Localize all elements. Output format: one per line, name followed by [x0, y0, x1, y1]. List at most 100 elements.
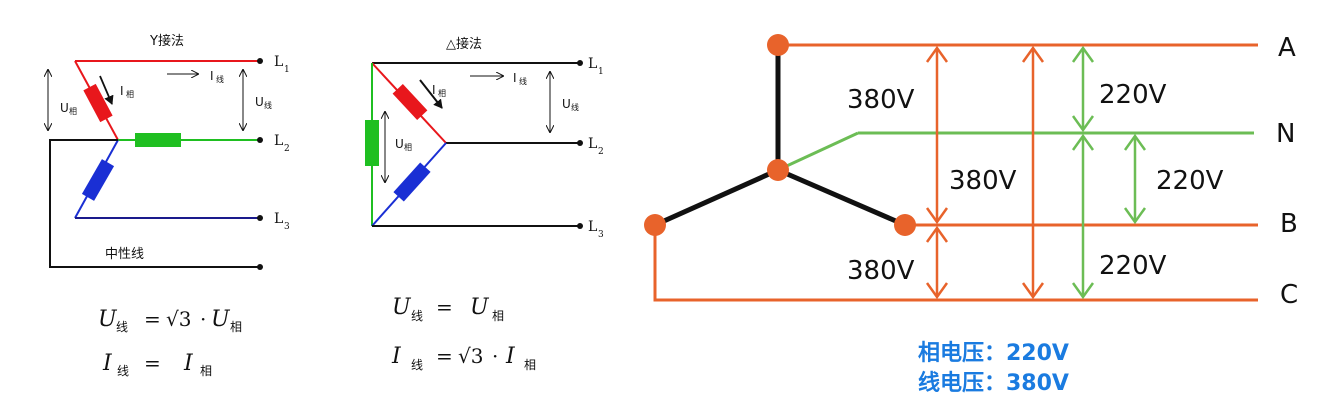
svg-text:·: ·	[200, 307, 206, 331]
delta-l2-sub: 2	[598, 147, 604, 157]
star-arm-c	[653, 167, 780, 228]
svg-text:=: =	[144, 307, 161, 331]
node-a	[767, 34, 789, 56]
delta-blue-winding	[393, 162, 431, 202]
l2-sub: 2	[284, 144, 290, 154]
delta-u-phase-label: U	[395, 137, 404, 151]
line-c	[653, 225, 1258, 302]
voltage-nc: 220V	[1099, 251, 1167, 281]
delta-l2-terminal	[577, 140, 583, 146]
phase-voltage-summary: 相电压：220V	[918, 341, 1069, 366]
y-u-phase-label: U	[60, 101, 69, 115]
y-i-line-label: I	[210, 69, 214, 83]
arrow-nc	[1071, 133, 1095, 300]
y-blue-winding	[81, 159, 115, 201]
svg-text:线: 线	[411, 358, 423, 372]
l1-terminal	[257, 58, 263, 64]
delta-i-phase-label: I	[432, 83, 436, 97]
delta-i-phase-arrow	[419, 79, 443, 109]
neutral-line	[49, 139, 258, 268]
svg-text:=: =	[144, 351, 161, 375]
y-formula-u: U 线 = √3 · U 相	[98, 307, 242, 334]
neutral-branch	[777, 131, 859, 172]
node-c	[644, 214, 666, 236]
svg-text:相: 相	[524, 358, 536, 372]
y-i-phase-arrow	[99, 75, 114, 105]
line-voltage-summary: 线电压：380V	[918, 370, 1069, 396]
svg-text:线: 线	[411, 309, 423, 323]
voltage-nb: 220V	[1156, 166, 1224, 196]
l3-terminal	[257, 215, 263, 221]
svg-text:相: 相	[492, 309, 504, 323]
svg-text:=: =	[436, 295, 453, 319]
y-title: Y接法	[149, 33, 184, 49]
svg-text:√3: √3	[458, 344, 483, 368]
label-b: B	[1280, 209, 1298, 239]
label-c: C	[1280, 280, 1298, 310]
delta-i-phase-sub: 相	[438, 88, 446, 98]
delta-l2-label: L	[588, 136, 597, 152]
delta-i-line-label: I	[513, 71, 517, 85]
svg-text:I: I	[183, 351, 194, 376]
delta-u-line-sub: 线	[571, 102, 579, 112]
svg-text:I: I	[505, 344, 516, 369]
y-i-phase-label: I	[120, 84, 124, 98]
voltage-ac: 380V	[949, 166, 1017, 196]
svg-text:线: 线	[117, 364, 129, 378]
delta-red-winding	[392, 84, 428, 120]
neutral-terminal	[257, 264, 263, 270]
svg-text:U: U	[392, 295, 412, 320]
svg-text:U: U	[98, 307, 118, 332]
svg-text:I: I	[391, 344, 402, 369]
y-connection-diagram: Y接法 L 1 I 相 I 线 U 相 U 线 L 2	[48, 33, 290, 378]
label-n: N	[1276, 119, 1295, 149]
svg-text:相: 相	[200, 364, 212, 378]
delta-l3-terminal	[577, 223, 583, 229]
node-neutral	[767, 159, 789, 181]
y-u-line-sub: 线	[264, 100, 272, 110]
arrow-ac	[1021, 45, 1045, 300]
delta-l3-sub: 3	[598, 230, 604, 240]
l1-sub: 1	[284, 65, 290, 75]
delta-l1-label: L	[588, 56, 597, 72]
svg-text:=: =	[436, 344, 453, 368]
node-b	[894, 214, 916, 236]
label-a: A	[1278, 33, 1296, 63]
y-green-winding	[135, 133, 181, 147]
y-red-winding	[83, 83, 113, 123]
l2-terminal	[257, 137, 263, 143]
three-phase-diagram: A N B C 380V 380V 380V 220	[644, 33, 1298, 396]
delta-green-winding	[365, 120, 379, 166]
svg-text:U: U	[211, 307, 231, 332]
y-i-phase-sub: 相	[126, 89, 134, 99]
voltage-an: 220V	[1099, 80, 1167, 110]
delta-l1-sub: 1	[598, 67, 604, 77]
delta-l1-terminal	[577, 60, 583, 66]
l3-sub: 3	[284, 222, 290, 232]
arrow-an	[1071, 45, 1095, 133]
voltage-bc: 380V	[847, 256, 915, 286]
y-i-line-sub: 线	[216, 74, 224, 84]
y-u-phase-sub: 相	[69, 106, 77, 116]
neutral-label: 中性线	[105, 247, 144, 262]
svg-text:√3: √3	[166, 307, 191, 331]
delta-u-phase-sub: 相	[404, 142, 412, 152]
delta-formula-i: I 线 = √3 · I 相	[391, 344, 536, 372]
delta-connection-diagram: △接法 L 1 I 相 I 线 U 线 L 2 U 相	[365, 36, 604, 372]
y-formula-i: I 线 = I 相	[102, 351, 212, 378]
l1-label: L	[274, 54, 283, 70]
svg-text:I: I	[102, 351, 113, 376]
svg-text:线: 线	[116, 320, 128, 334]
delta-u-line-label: U	[562, 97, 571, 111]
voltage-ab: 380V	[847, 85, 915, 115]
arrow-ab	[925, 45, 949, 225]
delta-l3-label: L	[588, 219, 597, 235]
star-arm-b	[777, 167, 906, 228]
l3-label: L	[274, 211, 283, 227]
delta-formula-u: U 线 = U 相	[392, 295, 504, 323]
arrow-nb	[1123, 133, 1147, 225]
y-u-line-label: U	[255, 95, 264, 109]
l2-label: L	[274, 133, 283, 149]
svg-text:U: U	[470, 295, 490, 320]
